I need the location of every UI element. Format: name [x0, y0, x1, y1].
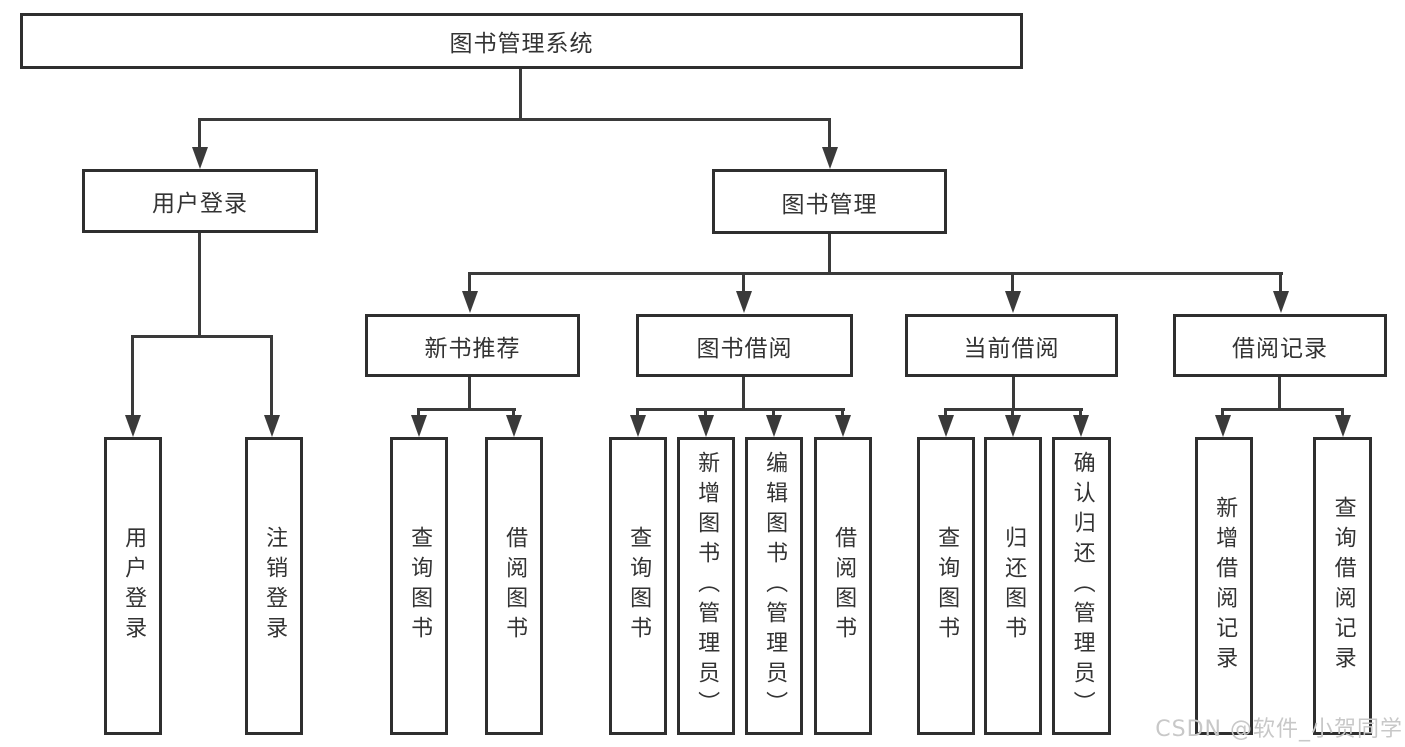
v-line: [1279, 272, 1282, 294]
leaf-borrow-book-1: 借阅图书: [485, 437, 543, 735]
v-line: [828, 234, 831, 272]
leaf-borrow-book-2: 借阅图书: [814, 437, 872, 735]
h-line: [131, 335, 273, 338]
v-line: [1011, 408, 1014, 417]
leaf-query-book-1: 查询图书: [390, 437, 448, 735]
node-user-login: 用户登录: [82, 169, 318, 233]
leaf-query-borrow-record: 查询借阅记录: [1313, 437, 1372, 735]
leaf-label: 查询图书: [626, 526, 652, 646]
v-line: [772, 408, 775, 417]
arrowhead-down: [462, 291, 478, 313]
leaf-label: 归还图书: [1001, 526, 1027, 646]
v-line: [198, 233, 201, 335]
arrowhead-down: [1073, 415, 1089, 437]
h-line: [1221, 408, 1344, 411]
h-line: [417, 408, 516, 411]
leaf-edit-book-admin: 编辑图书（管理员）: [745, 437, 803, 735]
v-line: [1079, 408, 1082, 417]
arrowhead-down: [630, 415, 646, 437]
leaf-label: 借阅图书: [502, 526, 528, 646]
node-borrow-record: 借阅记录: [1173, 314, 1387, 377]
arrowhead-down: [264, 415, 280, 437]
arrowhead-down: [835, 415, 851, 437]
h-line: [198, 118, 831, 121]
leaf-logout: 注销登录: [245, 437, 303, 735]
arrowhead-down: [411, 415, 427, 437]
v-line: [131, 335, 134, 417]
v-line: [828, 118, 831, 150]
v-line: [468, 272, 471, 294]
arrowhead-down: [1215, 415, 1231, 437]
node-book-management: 图书管理: [712, 169, 947, 234]
h-line: [469, 272, 1283, 275]
arrowhead-down: [736, 291, 752, 313]
arrowhead-down: [698, 415, 714, 437]
leaf-return-book: 归还图书: [984, 437, 1042, 735]
leaf-label: 新增借阅记录: [1212, 496, 1238, 676]
leaf-confirm-return-admin: 确认归还（管理员）: [1052, 437, 1111, 735]
arrowhead-down: [938, 415, 954, 437]
leaf-add-book-admin: 新增图书（管理员）: [677, 437, 735, 735]
node-root: 图书管理系统: [20, 13, 1023, 69]
leaf-add-borrow-record: 新增借阅记录: [1195, 437, 1253, 735]
v-line: [1011, 272, 1014, 294]
arrowhead-down: [1005, 291, 1021, 313]
csdn-watermark: CSDN @软件_小贺同学: [1155, 717, 1403, 742]
v-line: [198, 118, 201, 150]
leaf-label: 新增图书（管理员）: [694, 451, 720, 721]
arrowhead-down: [766, 415, 782, 437]
node-book-borrow: 图书借阅: [636, 314, 853, 377]
v-line: [1221, 408, 1224, 417]
v-line: [944, 408, 947, 417]
v-line: [512, 408, 515, 417]
leaf-label: 借阅图书: [831, 526, 857, 646]
v-line: [270, 335, 273, 417]
v-line: [742, 272, 745, 294]
leaf-user-login: 用户登录: [104, 437, 162, 735]
v-line: [468, 377, 471, 408]
v-line: [417, 408, 420, 417]
arrowhead-down: [125, 415, 141, 437]
v-line: [704, 408, 707, 417]
h-line: [636, 408, 845, 411]
leaf-query-book-2: 查询图书: [609, 437, 667, 735]
leaf-label: 编辑图书（管理员）: [762, 451, 788, 721]
leaf-label: 确认归还（管理员）: [1069, 451, 1095, 721]
node-new-book-recommend: 新书推荐: [365, 314, 580, 377]
arrowhead-down: [1005, 415, 1021, 437]
arrowhead-down: [1335, 415, 1351, 437]
arrowhead-down: [506, 415, 522, 437]
arrowhead-down: [192, 147, 208, 169]
v-line: [1278, 377, 1281, 408]
v-line: [742, 377, 745, 408]
arrowhead-down: [1273, 291, 1289, 313]
v-line: [1341, 408, 1344, 417]
node-current-borrow: 当前借阅: [905, 314, 1118, 377]
arrowhead-down: [822, 147, 838, 169]
v-line: [519, 69, 522, 118]
leaf-query-book-3: 查询图书: [917, 437, 975, 735]
leaf-label: 用户登录: [121, 526, 147, 646]
leaf-label: 查询图书: [407, 526, 433, 646]
v-line: [841, 408, 844, 417]
leaf-label: 注销登录: [262, 526, 288, 646]
leaf-label: 查询借阅记录: [1330, 496, 1356, 676]
v-line: [1012, 377, 1015, 408]
v-line: [636, 408, 639, 417]
leaf-label: 查询图书: [934, 526, 960, 646]
